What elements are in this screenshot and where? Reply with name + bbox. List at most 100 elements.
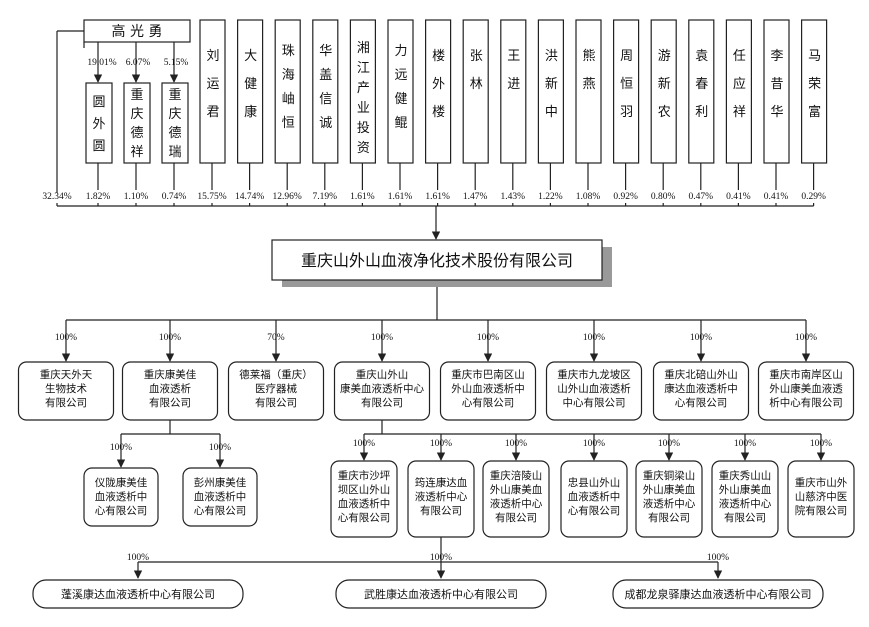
center-sub-box [482, 460, 550, 538]
bottom-company-name: 蓬溪康达血液透析中心有限公司 [61, 587, 215, 601]
shareholder-name-char: 进 [507, 77, 520, 92]
shareholder-box [725, 19, 753, 164]
subsidiary-name-line: 中心有限公司 [563, 396, 626, 409]
shareholder-name-char: 君 [206, 105, 219, 120]
subsidiary-name-line: 重庆市南岸区山 [769, 368, 843, 381]
kangmeijia-sub-name-line: 血液透析中 [194, 490, 247, 503]
center-sub-name-line: 心有限公司 [338, 511, 391, 524]
center-sub-name-line: 有限公司 [495, 511, 537, 524]
center-sub-pct: 100% [430, 439, 452, 449]
center-sub-name-line: 有限公司 [648, 511, 690, 524]
shareholder-pct: 14.74% [235, 192, 264, 202]
shareholder-box [612, 19, 640, 164]
subsidiary-name-line: 山外山血液透析 [557, 382, 631, 395]
shareholder-pct: 0.92% [613, 192, 638, 202]
shareholder-name-char: 祥 [733, 105, 746, 120]
shareholder-box [537, 19, 565, 164]
subsidiary-box [17, 361, 115, 421]
shareholder-name-char: 富 [808, 104, 821, 120]
shareholder-name-char: 业 [357, 101, 370, 116]
subsidiary-name-line: 外山康美血液透 [769, 382, 843, 395]
subsidiary-box [652, 361, 750, 421]
kangmeijia-sub-box [83, 467, 159, 527]
center-sub-pct: 100% [353, 439, 375, 449]
owner-sub-holding-pct: 1.10% [124, 192, 149, 202]
center-sub-name-line: 重庆市山外 [795, 476, 848, 489]
center-sub-name-line: 心有限公司 [568, 504, 621, 517]
shareholder-name-char: 健 [394, 92, 407, 107]
shareholder-name-char: 信 [319, 92, 332, 107]
shareholder-name-char: 袁 [695, 49, 708, 64]
subsidiary-name-line: 重庆市九龙坡区 [557, 368, 631, 381]
shareholder-name-char: 张 [470, 49, 483, 64]
subsidiary-name-line: 重庆康美佳 [144, 368, 197, 381]
shareholder-name-char: 投 [357, 120, 370, 136]
shareholder-name-char: 华 [319, 44, 332, 59]
shareholder-box [274, 19, 301, 164]
subsidiary-name-line: 外山血液透析中 [451, 382, 525, 395]
company-box [271, 239, 603, 281]
owner-sub-box [85, 82, 113, 164]
center-sub-name-line: 外山康美血 [719, 483, 772, 496]
shareholder-name-char: 资 [357, 141, 370, 156]
center-sub-name-line: 液透析中心 [415, 490, 468, 503]
shareholder-name-char: 周 [620, 49, 633, 64]
kangmeijia-sub-pct: 100% [209, 443, 231, 453]
owner-sub-name-char: 庆 [130, 107, 143, 122]
subsidiary-name-line: 有限公司 [45, 396, 87, 409]
shareholder-name-char: 恒 [282, 116, 295, 131]
center-sub-name-line: 重庆铜梁山 [643, 469, 696, 482]
bottom-company-box [612, 579, 824, 609]
bottom-company-pct: 100% [127, 553, 149, 563]
shareholder-name-char: 康 [244, 104, 257, 120]
center-sub-name-line: 血液透析中 [568, 490, 621, 503]
shareholder-box [237, 19, 264, 164]
shareholder-name-char: 岫 [282, 92, 295, 107]
center-sub-name-line: 山慈济中医 [795, 490, 848, 503]
shareholder-name-char: 利 [695, 105, 708, 120]
subsidiary-pct: 70% [267, 333, 285, 343]
bottom-company-name: 成都龙泉驿康达血液透析中心有限公司 [625, 587, 812, 601]
subsidiary-pct: 100% [795, 333, 817, 343]
subsidiary-name-line: 重庆市巴南区山 [451, 368, 525, 381]
kangmeijia-sub-name-line: 彭州康美佳 [194, 476, 247, 489]
shareholder-box [387, 19, 414, 164]
shareholder-pct: 1.22% [538, 192, 563, 202]
kangmeijia-sub-pct: 100% [110, 443, 132, 453]
shareholder-name-char: 湘 [357, 41, 370, 56]
center-sub-name-line: 重庆涪陵山 [490, 469, 543, 482]
owner-name: 高 光 勇 [112, 23, 163, 40]
owner-sub-name-char: 外 [92, 117, 105, 132]
shareholder-name-char: 远 [394, 68, 407, 83]
shareholder-name-char: 鲲 [394, 116, 407, 131]
shareholder-name-char: 楼 [432, 105, 445, 120]
shareholder-name-char: 农 [658, 105, 671, 120]
center-sub-name-line: 外山康美血 [490, 483, 543, 496]
shareholder-name-char: 中 [545, 105, 558, 120]
shareholder-box [349, 19, 376, 164]
owner-sub-name-char: 圆 [92, 139, 105, 154]
subsidiary-name-line: 医疗器械 [255, 382, 297, 395]
shareholder-name-char: 洪 [545, 49, 558, 64]
shareholder-name-char: 楼 [432, 49, 445, 64]
subsidiary-name-line: 有限公司 [361, 396, 403, 409]
owner-sub-box [123, 82, 151, 164]
center-sub-name-line: 筠连康达血 [415, 476, 468, 489]
center-sub-box [407, 460, 475, 538]
owner-sub-holding-pct: 1.82% [86, 192, 111, 202]
subsidiary-name-line: 心有限公司 [675, 396, 728, 409]
shareholder-name-char: 海 [282, 68, 295, 83]
subsidiary-name-line: 心有限公司 [462, 396, 515, 409]
shareholder-name-char: 运 [206, 77, 219, 92]
shareholder-name-char: 李 [770, 49, 783, 64]
shareholder-box [575, 19, 602, 164]
bottom-company-box [335, 579, 547, 609]
shareholder-name-char: 林 [470, 77, 483, 92]
subsidiary-name-line: 德莱福（重庆） [239, 368, 313, 381]
owner-sub-name-char: 祥 [130, 145, 143, 160]
shareholder-name-char: 马 [808, 49, 821, 64]
shareholder-name-char: 外 [432, 77, 445, 92]
subsidiary-name-line: 有限公司 [149, 396, 191, 409]
center-sub-name-line: 有限公司 [420, 504, 462, 517]
